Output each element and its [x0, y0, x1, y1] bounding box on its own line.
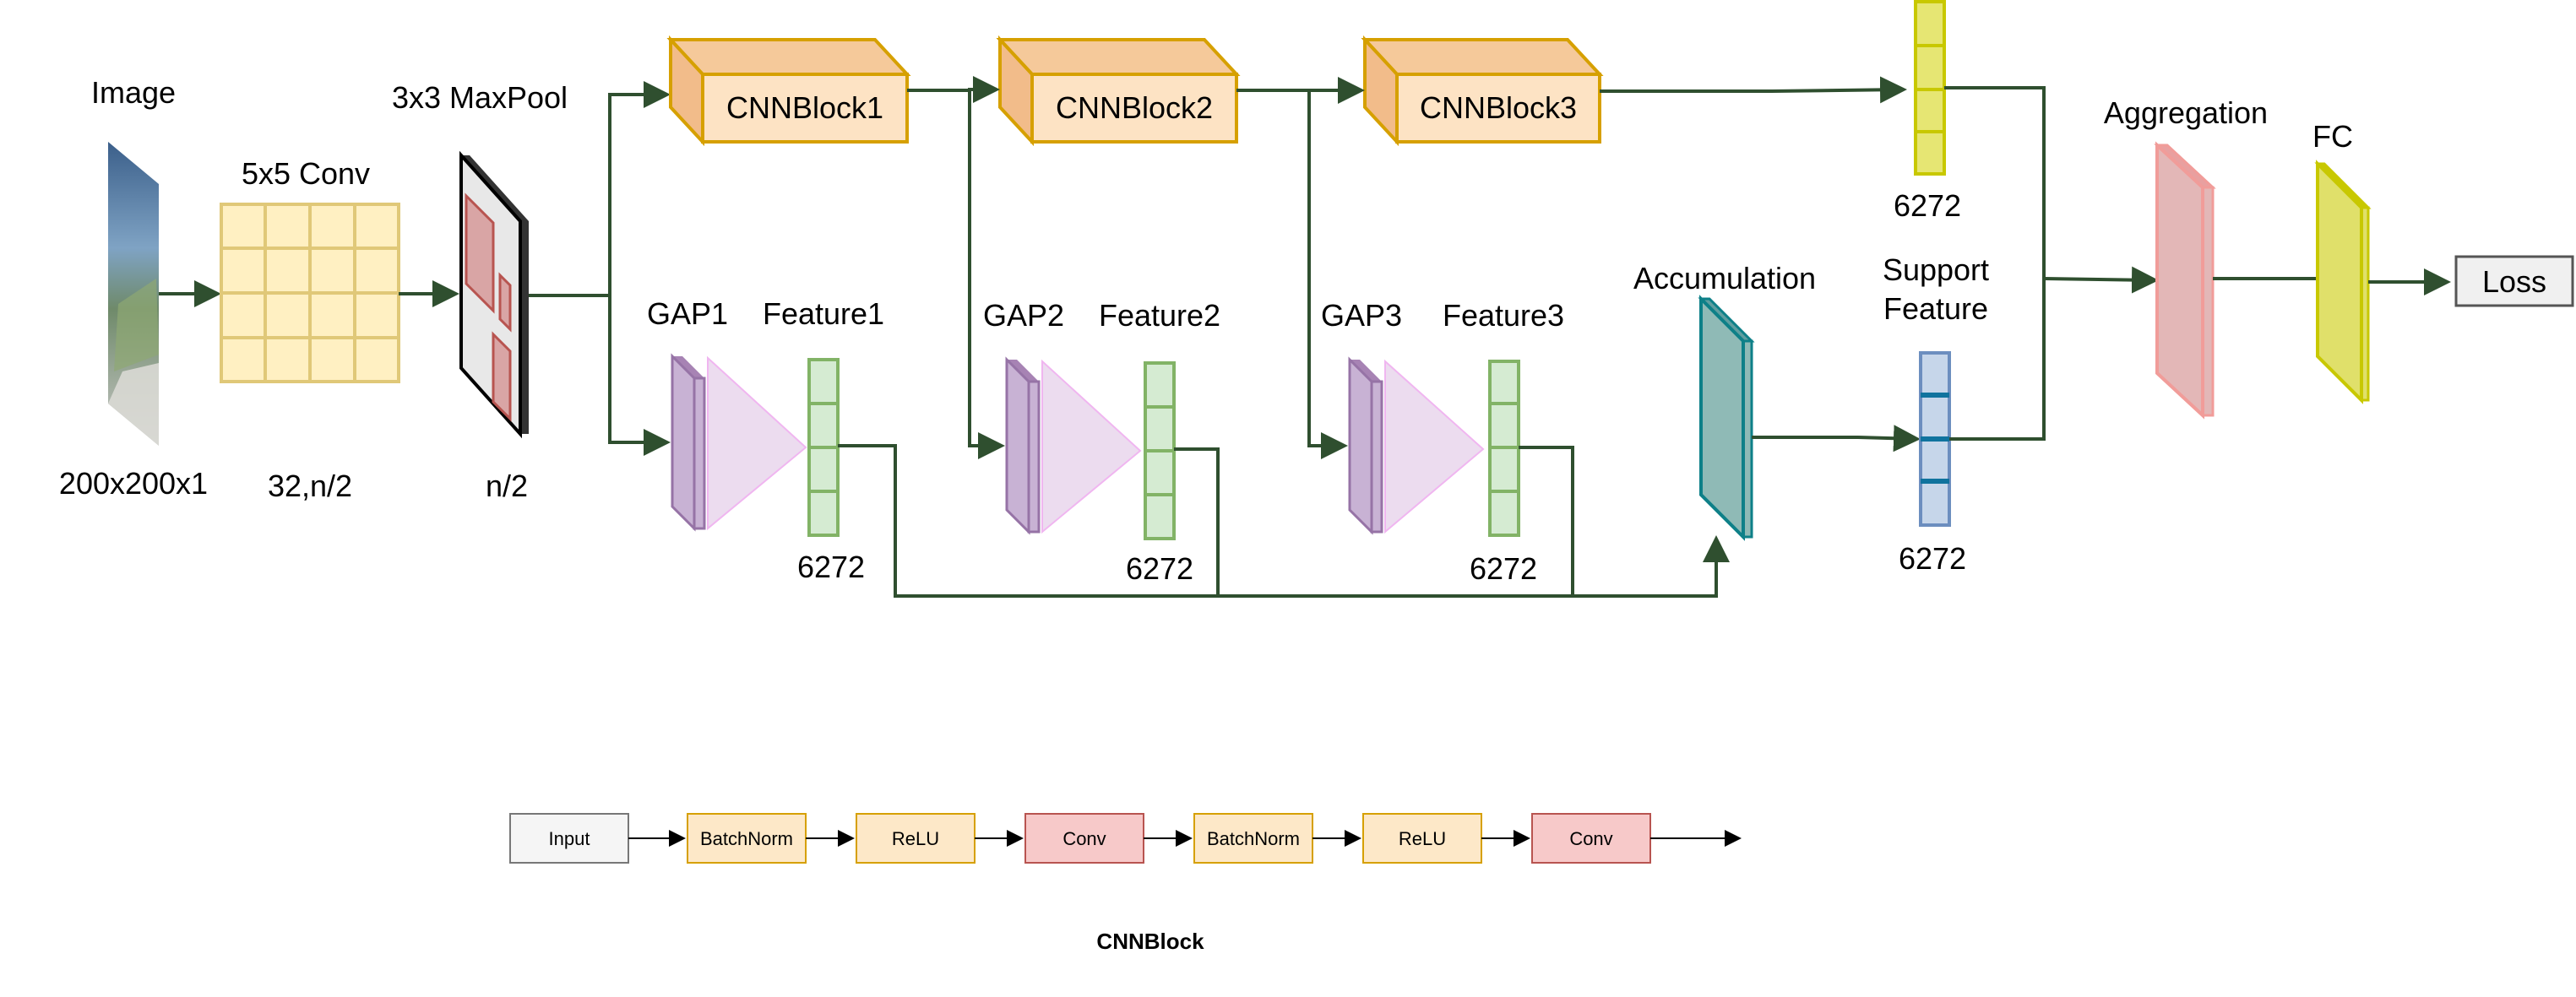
feature2-to-accumulation-line [1174, 447, 1220, 596]
feature2-dimension-label: 6272 [1126, 551, 1193, 586]
top-feature-dimension-label: 6272 [1894, 188, 1961, 223]
step-conv-2-box [1531, 813, 1651, 864]
gap2-layer [1005, 356, 1142, 535]
step-input-box [509, 813, 629, 864]
feature2-label: Feature2 [1099, 298, 1220, 333]
cnnblock1-to-gap2-arrow [968, 90, 1005, 459]
feature3-label: Feature3 [1443, 298, 1564, 333]
step-conv-box [1024, 813, 1144, 864]
maxpool-dimension-label: n/2 [486, 469, 528, 503]
image-label: Image [91, 75, 176, 110]
step-input-label: Input [549, 828, 590, 849]
fc-layer [2314, 160, 2372, 404]
loss-box [2454, 255, 2574, 307]
cnnblock2-label: CNNBlock2 [1056, 90, 1213, 125]
accumulation-label: Accumulation [1633, 261, 1816, 295]
accumulation-layer [1698, 295, 1755, 541]
fc-label: FC [2312, 119, 2353, 154]
image-dimension-label: 200x200x1 [59, 466, 208, 501]
conv-grid [220, 203, 400, 383]
gap3-label: GAP3 [1321, 298, 1402, 333]
feature2-vector [1144, 361, 1176, 540]
cnnblock2-to-gap3-arrow [1307, 90, 1348, 459]
conv-dimension-label: 32,n/2 [268, 469, 352, 503]
cnnblock3 [1361, 35, 1604, 147]
aggregation-layer [2154, 141, 2216, 420]
cnnblock3-label: CNNBlock3 [1420, 90, 1577, 125]
merge-bracket-line [1944, 86, 2046, 441]
step-batchnorm-label: BatchNorm [700, 828, 793, 849]
feature3-vector [1488, 360, 1520, 537]
input-image [108, 142, 159, 446]
feature3-dimension-label: 6272 [1470, 551, 1537, 586]
step-conv-2-label: Conv [1569, 828, 1612, 849]
features-to-accumulation-arrow [838, 444, 1730, 598]
gap1-layer [671, 353, 807, 532]
feature1-dimension-label: 6272 [797, 550, 865, 584]
feature3-to-accumulation-line [1519, 446, 1574, 596]
maxpool-layer [459, 150, 529, 439]
top-feature-vector [1914, 0, 1946, 176]
step-relu-label: ReLU [892, 828, 939, 849]
accumulation-to-support-arrow [1752, 425, 1921, 452]
maxpool-to-cnnblock1-arrow [529, 81, 671, 297]
gap1-label: GAP1 [647, 296, 728, 331]
cnnblock1-to-cnnblock2-arrow [907, 76, 1000, 103]
cnnblock2 [996, 35, 1241, 147]
support-feature-vector [1919, 351, 1951, 527]
merge-to-aggregation-arrow [2043, 266, 2159, 294]
support-feature-label-line1: Support [1883, 252, 1989, 287]
maxpool-to-gap1-arrow [608, 295, 671, 456]
cnnblock1 [666, 35, 911, 147]
loss-label: Loss [2482, 264, 2546, 299]
feature1-vector [807, 358, 840, 537]
gap2-label: GAP2 [983, 298, 1064, 333]
cnnblock1-label: CNNBlock1 [726, 90, 883, 125]
cnnblock-caption: CNNBlock [1096, 929, 1204, 954]
gap3-layer [1348, 356, 1485, 535]
support-feature-label-line2: Feature [1883, 291, 1988, 326]
feature1-label: Feature1 [763, 296, 884, 331]
aggregation-label: Aggregation [2104, 95, 2268, 130]
step-conv-label: Conv [1062, 828, 1106, 849]
conv-label: 5x5 Conv [242, 156, 370, 191]
maxpool-label: 3x3 MaxPool [392, 80, 568, 115]
step-relu-2-label: ReLU [1399, 828, 1446, 849]
step-batchnorm-box [687, 813, 807, 864]
step-batchnorm-2-label: BatchNorm [1207, 828, 1300, 849]
cnnblock3-to-top-feature-arrow [1600, 76, 1907, 104]
support-feature-dimension-label: 6272 [1899, 541, 1966, 576]
cnnblock-detail: Input BatchNorm ReLU Conv BatchNorm ReLU… [509, 813, 1742, 954]
